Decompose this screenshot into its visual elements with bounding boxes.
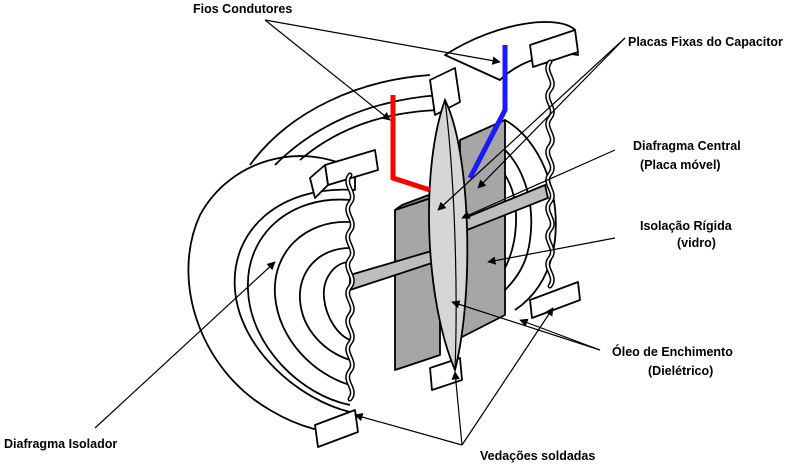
glass-lens-midline [444, 99, 457, 371]
left-ring-3 [299, 247, 351, 361]
left-ring-2 [274, 221, 351, 386]
leader-vedacoes-3 [461, 307, 554, 446]
top-block-right [529, 29, 579, 68]
upper-shell-arc-1 [249, 74, 431, 166]
label-placa-movel: (Placa móvel) [640, 158, 721, 172]
left-housing [187, 74, 441, 434]
label-diafragma-central: Diafragma Central [633, 139, 741, 153]
leader-placas-1 [477, 37, 626, 189]
label-vidro: (vidro) [677, 236, 716, 250]
labels: Fios Condutores Placas Fixas do Capacito… [4, 2, 783, 463]
label-vedacoes: Vedações soldadas [480, 449, 595, 463]
red-wire [390, 95, 431, 193]
leader-fios-1 [264, 19, 391, 121]
leader-placas-2 [437, 37, 626, 211]
leader-diafragma-central [461, 149, 616, 219]
blue-wire [467, 45, 508, 180]
label-oleo: Óleo de Enchimento [612, 344, 733, 359]
leader-diafragma-isolador [94, 261, 276, 429]
label-placas-fixas: Placas Fixas do Capacitor [628, 35, 783, 49]
label-isolacao-rigida: Isolação Rígida [640, 219, 733, 233]
leader-isolacao [487, 237, 616, 265]
leader-vedacoes-2 [451, 371, 463, 446]
top-blocks [309, 29, 581, 448]
top-block-center [429, 67, 461, 116]
bottom-block-left [314, 409, 359, 448]
label-dieletrico: (Dielétrico) [648, 364, 713, 378]
right-ring-1 [504, 119, 557, 311]
bottom-block-right [529, 281, 581, 319]
left-ring-1 [247, 198, 351, 406]
leader-fios-2 [264, 19, 501, 65]
leader-oleo-2 [519, 318, 601, 351]
leader-vedacoes-1 [354, 412, 463, 446]
left-outer-shell [187, 155, 356, 434]
label-diafragma-isolador: Diafragma Isolador [4, 437, 117, 451]
upper-shell-arc-3 [299, 109, 441, 161]
right-ring-3 [504, 174, 518, 269]
upper-shell-arc-2 [274, 94, 441, 166]
leader-lines [94, 19, 626, 446]
label-fios-condutores: Fios Condutores [193, 2, 292, 16]
seal-left-highlight [346, 174, 354, 400]
left-ring-inner [323, 261, 351, 341]
top-block-left-side [309, 164, 329, 199]
right-ring-2 [504, 149, 533, 291]
